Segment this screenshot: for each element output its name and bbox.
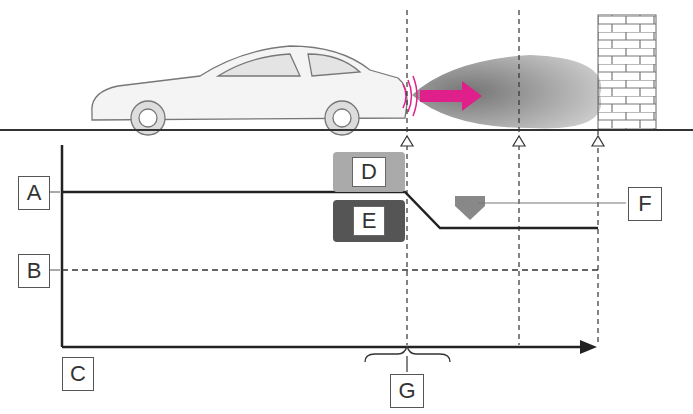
callout-letter: B — [27, 258, 42, 284]
callout-box: C — [62, 357, 94, 391]
axis — [62, 145, 582, 347]
distance-line — [407, 10, 598, 345]
axis-arrow — [580, 340, 597, 354]
limit-line — [62, 269, 598, 271]
callout-box: G — [390, 374, 424, 408]
wall — [598, 15, 656, 130]
callout-box: F — [628, 187, 662, 221]
callout-box: E — [333, 200, 405, 242]
leader-line — [50, 192, 60, 193]
sensor-waves — [403, 76, 417, 116]
callout-letter: D — [352, 157, 386, 187]
callout-box: D — [333, 152, 405, 192]
leader-line — [478, 202, 626, 203]
leader-line — [406, 356, 407, 372]
output-line — [62, 192, 598, 228]
sensor-arrow — [420, 81, 482, 111]
callout-letter: C — [70, 361, 86, 387]
reduce-arrow — [455, 196, 485, 220]
callout-box: B — [18, 254, 50, 288]
detection-area — [412, 55, 601, 128]
marker — [401, 136, 604, 146]
callout-letter: E — [353, 206, 386, 236]
callout-box: A — [18, 176, 50, 210]
callout-letter: F — [638, 191, 651, 217]
car — [92, 46, 407, 135]
callout-letter: A — [27, 180, 42, 206]
callout-letter: G — [398, 378, 415, 404]
leader-line — [50, 270, 60, 271]
ground — [0, 129, 693, 131]
